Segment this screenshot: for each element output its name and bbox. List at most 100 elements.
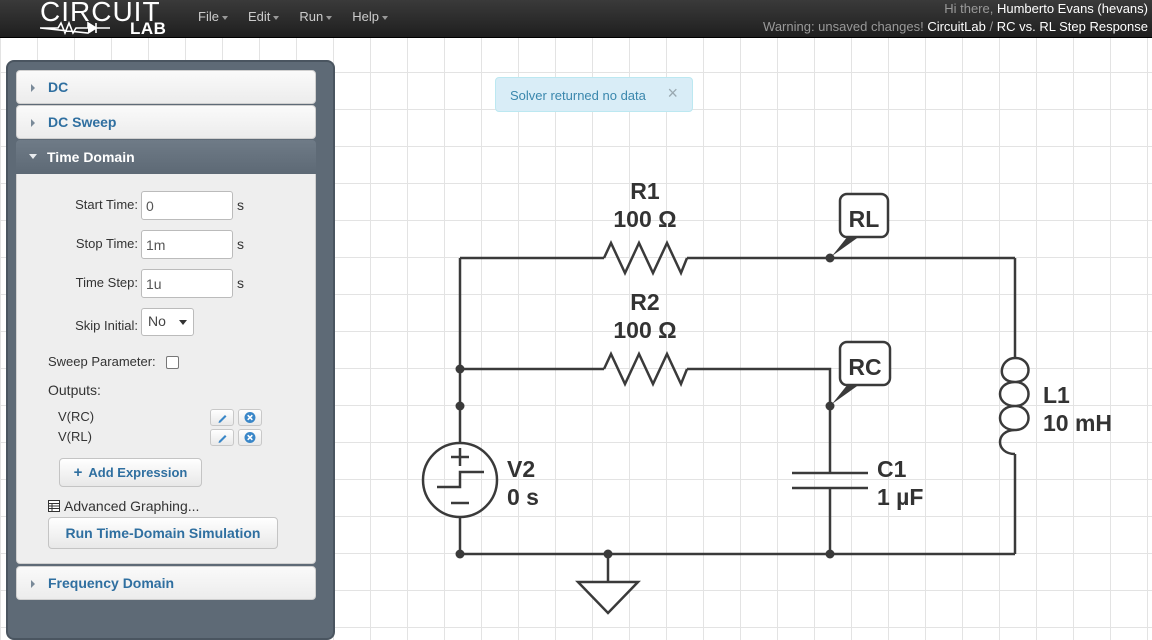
advanced-graphing-label: Advanced Graphing... xyxy=(64,498,200,514)
probe-rc[interactable]: RC xyxy=(832,340,892,404)
section-dc-label: DC xyxy=(48,79,69,95)
time-step-unit: s xyxy=(237,275,244,291)
chevron-right-icon xyxy=(31,580,35,588)
menu-file[interactable]: File xyxy=(198,9,228,24)
add-expression-label: Add Expression xyxy=(88,465,188,480)
menu-run-label: Run xyxy=(299,9,324,24)
stop-time-label: Stop Time: xyxy=(75,236,138,251)
skip-initial-select[interactable]: No xyxy=(141,308,194,336)
r1-value: 100 Ω xyxy=(613,206,676,232)
c1-name: C1 xyxy=(877,456,907,482)
remove-icon xyxy=(244,432,256,443)
caret-down-icon xyxy=(179,320,187,325)
menu-edit-label: Edit xyxy=(247,9,271,24)
inductor-l1[interactable] xyxy=(998,356,1030,456)
sweep-parameter-label: Sweep Parameter: xyxy=(48,354,156,369)
remove-output-button[interactable] xyxy=(238,409,262,426)
chevron-right-icon xyxy=(31,119,35,127)
run-simulation-label: Run Time-Domain Simulation xyxy=(65,525,261,541)
alert-message: Solver returned no data xyxy=(510,88,646,103)
solver-alert: Solver returned no data × xyxy=(495,77,693,112)
resistor-r1[interactable] xyxy=(602,240,689,277)
outputs-label: Outputs: xyxy=(48,382,101,398)
breadcrumb-site[interactable]: CircuitLab xyxy=(927,19,986,34)
pencil-icon xyxy=(218,435,227,443)
user-greeting-line: Hi there, Humberto Evans (hevans) xyxy=(763,0,1148,18)
section-dc-sweep[interactable]: DC Sweep xyxy=(16,105,316,139)
table-icon xyxy=(48,500,60,512)
section-dc[interactable]: DC xyxy=(16,70,316,104)
menu-file-label: File xyxy=(198,9,219,24)
menu-help[interactable]: Help xyxy=(352,9,388,24)
chevron-right-icon xyxy=(31,84,35,92)
probe-rl-label: RL xyxy=(849,206,880,232)
time-step-label: Time Step: xyxy=(75,275,138,290)
output-vrc: V(RC) xyxy=(58,409,95,424)
skip-initial-value: No xyxy=(148,313,166,329)
output-vrl: V(RL) xyxy=(58,429,92,444)
stop-time-unit: s xyxy=(237,236,244,252)
probe-rc-label: RC xyxy=(848,354,881,380)
logo-waveform-icon xyxy=(40,21,110,35)
top-navbar: CIRCUIT LAB File Edit Run Help Hi there,… xyxy=(0,0,1152,38)
capacitor-c1[interactable] xyxy=(792,471,868,490)
pencil-icon xyxy=(218,415,227,423)
user-link[interactable]: Humberto Evans (hevans) xyxy=(996,1,1148,16)
close-icon[interactable]: × xyxy=(667,83,678,103)
section-frequency-domain[interactable]: Frequency Domain xyxy=(16,566,316,600)
section-time-domain[interactable]: Time Domain xyxy=(16,140,316,174)
caret-down-icon xyxy=(381,15,388,20)
sweep-parameter-checkbox[interactable] xyxy=(166,356,179,369)
menu-help-label: Help xyxy=(352,9,379,24)
breadcrumb: Warning: unsaved changes! CircuitLab / R… xyxy=(763,18,1148,36)
breadcrumb-document[interactable]: RC vs. RL Step Response xyxy=(996,19,1148,34)
r2-value: 100 Ω xyxy=(613,317,676,343)
main-menu: File Edit Run Help xyxy=(198,9,408,24)
menu-run[interactable]: Run xyxy=(299,9,333,24)
caret-down-icon xyxy=(221,15,228,20)
ground-icon[interactable] xyxy=(575,580,641,615)
l1-name: L1 xyxy=(1043,382,1070,408)
edit-output-button[interactable] xyxy=(210,409,234,426)
logo-sub-text: LAB xyxy=(130,19,167,38)
caret-down-icon xyxy=(326,15,333,20)
v2-name: V2 xyxy=(507,456,535,482)
run-simulation-button[interactable]: Run Time-Domain Simulation xyxy=(48,517,278,549)
probe-rl[interactable]: RL xyxy=(832,192,890,256)
plus-sign-icon xyxy=(451,448,469,466)
l1-value: 10 mH xyxy=(1043,410,1112,436)
voltage-source-v2[interactable] xyxy=(421,441,499,519)
v2-value: 0 s xyxy=(507,484,539,510)
start-time-label: Start Time: xyxy=(75,197,138,212)
remove-output-button[interactable] xyxy=(238,429,262,446)
circuitlab-logo[interactable]: CIRCUIT LAB xyxy=(38,0,178,38)
logo-main-text: CIRCUIT xyxy=(40,0,161,27)
wire-r2-branch xyxy=(460,367,832,473)
start-time-unit: s xyxy=(237,197,244,213)
breadcrumb-separator: / xyxy=(989,19,994,34)
time-step-input[interactable] xyxy=(141,269,233,298)
step-waveform-icon xyxy=(437,470,484,489)
c1-value: 1 µF xyxy=(877,484,923,510)
edit-output-button[interactable] xyxy=(210,429,234,446)
chevron-down-icon xyxy=(29,154,37,159)
advanced-graphing-link[interactable]: Advanced Graphing... xyxy=(48,498,199,514)
caret-down-icon xyxy=(273,15,280,20)
resistor-r2[interactable] xyxy=(602,351,689,388)
stop-time-input[interactable] xyxy=(141,230,233,259)
skip-initial-label: Skip Initial: xyxy=(75,318,138,333)
remove-icon xyxy=(244,412,256,423)
greeting-text: Hi there, xyxy=(944,1,994,16)
unsaved-warning: Warning: unsaved changes! xyxy=(763,19,924,34)
wires xyxy=(458,256,1017,582)
section-time-domain-label: Time Domain xyxy=(47,149,135,165)
menu-edit[interactable]: Edit xyxy=(247,9,280,24)
start-time-input[interactable] xyxy=(141,191,233,220)
r1-name: R1 xyxy=(630,178,660,204)
r2-name: R2 xyxy=(630,289,659,315)
section-frequency-domain-label: Frequency Domain xyxy=(48,575,175,591)
plus-icon: + xyxy=(73,464,83,481)
section-dc-sweep-label: DC Sweep xyxy=(48,114,117,130)
add-expression-button[interactable]: + Add Expression xyxy=(59,458,202,487)
